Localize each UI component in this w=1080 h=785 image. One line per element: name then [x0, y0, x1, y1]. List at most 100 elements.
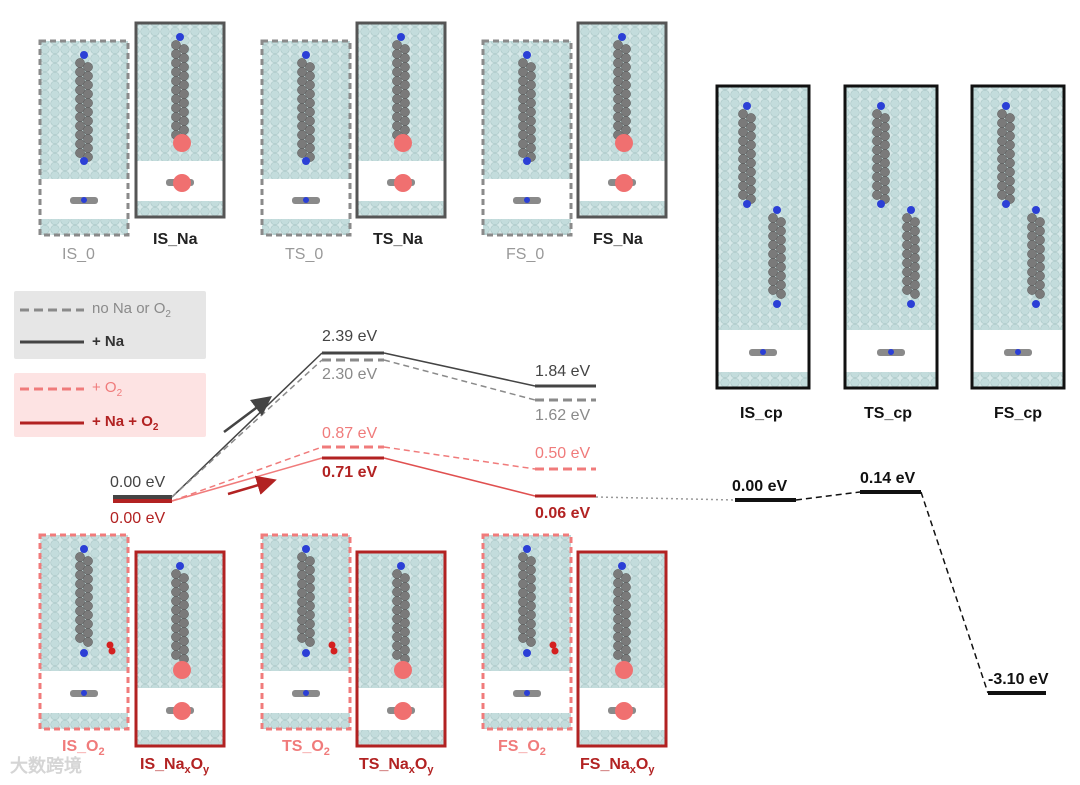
panel-frame	[970, 84, 1066, 390]
sodium-atom	[173, 174, 191, 192]
nitrogen-atom	[80, 157, 88, 165]
nitrogen-atom	[773, 300, 781, 308]
panel-frame	[355, 550, 447, 748]
watermark: 大数跨境	[10, 756, 82, 777]
connector-ts-fs-na-o2	[383, 457, 536, 497]
legend-plus-o2: + O2	[20, 379, 122, 399]
energy-ts-o2: 0.87 eV	[322, 425, 378, 442]
label-ts-0: TS_0	[285, 246, 324, 263]
surface-side-view	[357, 201, 445, 217]
nitrogen-atom	[523, 649, 531, 657]
panel-frame	[843, 84, 939, 390]
nitrogen-atom	[176, 33, 184, 41]
nitrogen-atom	[80, 649, 88, 657]
label-ts-cp: TS_cp	[864, 405, 913, 422]
surface-side-view	[845, 372, 937, 388]
nitrogen-atom	[773, 206, 781, 214]
energy-ts-na: 2.39 eV	[322, 328, 378, 345]
label-ts-naxoy: TS_NaxOy	[359, 756, 434, 777]
legend-gray-box	[14, 291, 206, 359]
panel-frame	[38, 39, 130, 237]
sodium-atom	[394, 661, 412, 679]
surface-side-view	[483, 219, 571, 235]
nitrogen-atom	[1032, 206, 1040, 214]
label-ts-o2: TS_O2	[282, 738, 330, 759]
nitrogen-atom	[81, 197, 87, 203]
legend-plus-na-label: + Na	[92, 333, 125, 350]
panel-frame	[481, 39, 573, 237]
surface-side-view	[136, 730, 224, 746]
oxygen-atom	[551, 647, 559, 655]
energy-is-top: 0.00 eV	[110, 474, 166, 491]
nitrogen-atom	[397, 33, 405, 41]
oxygen-atom	[108, 647, 116, 655]
oxygen-atom	[330, 647, 338, 655]
panel-ts-na	[355, 21, 447, 219]
panel-fs-na	[576, 21, 668, 219]
sodium-atom	[173, 661, 191, 679]
label-is-na: IS_Na	[153, 231, 198, 248]
nitrogen-atom	[81, 690, 87, 696]
surface-side-view	[136, 201, 224, 217]
panel-fs-0	[481, 39, 573, 237]
connector-is-ts-cp	[795, 491, 861, 501]
surface-side-view	[262, 713, 350, 729]
surface-side-view	[40, 713, 128, 729]
sodium-atom	[615, 702, 633, 720]
panel-ts-cp	[843, 84, 939, 390]
nitrogen-atom	[524, 690, 530, 696]
legend-solid-red-swatch	[20, 421, 84, 425]
legend-plus-o2-label: + O2	[92, 379, 123, 399]
energy-ts-na-o2: 0.71 eV	[322, 464, 378, 481]
surface-side-view	[357, 730, 445, 746]
arrow-gray	[223, 396, 272, 433]
connector-ts-fs-na	[383, 352, 536, 387]
energy-fs-o2: 0.50 eV	[535, 445, 591, 462]
energy-fs-na-o2: 0.06 eV	[535, 505, 591, 522]
nitrogen-atom	[888, 349, 894, 355]
sodium-atom	[394, 134, 412, 152]
energy-is-cp: 0.00 eV	[732, 478, 788, 495]
panel-frame	[134, 550, 226, 748]
nitrogen-atom	[877, 102, 885, 110]
panel-frame	[38, 533, 130, 731]
label-fs-naxoy: FS_NaxOy	[580, 756, 655, 777]
energy-is-bottom: 0.00 eV	[110, 510, 166, 527]
panel-is-naxoy	[134, 550, 226, 748]
nitrogen-atom	[907, 206, 915, 214]
connector-ts-fs-0	[383, 359, 536, 401]
label-is-0: IS_0	[62, 246, 95, 263]
oxygen-atom	[106, 641, 114, 649]
label-is-cp: IS_cp	[740, 405, 783, 422]
sodium-atom	[394, 702, 412, 720]
nitrogen-atom	[743, 200, 751, 208]
legend-dashed-red-swatch	[20, 387, 84, 391]
panel-ts-naxoy	[355, 550, 447, 748]
connector-is-ts-o2	[171, 446, 323, 502]
surface-side-view	[483, 713, 571, 729]
connector-fs-to-is-cp	[595, 496, 736, 501]
nitrogen-atom	[523, 51, 531, 59]
energy-ts-0: 2.30 eV	[322, 366, 378, 383]
nitrogen-atom	[618, 562, 626, 570]
panel-is-na	[134, 21, 226, 219]
nitrogen-atom	[302, 157, 310, 165]
surface-side-view	[262, 219, 350, 235]
nitrogen-atom	[303, 690, 309, 696]
connector-is-ts-0	[171, 359, 323, 498]
energy-fs-na: 1.84 eV	[535, 363, 591, 380]
energy-fs-0: 1.62 eV	[535, 407, 591, 424]
nitrogen-atom	[1032, 300, 1040, 308]
arrow-red	[227, 475, 277, 496]
energy-levels	[113, 351, 1046, 695]
nitrogen-atom	[877, 200, 885, 208]
surface-side-view	[578, 730, 666, 746]
label-is-o2: IS_O2	[62, 738, 105, 759]
energy-ts-cp: 0.14 eV	[860, 470, 916, 487]
legend-red-box	[14, 373, 206, 437]
panel-frame	[355, 21, 447, 219]
nitrogen-atom	[743, 102, 751, 110]
legend-no-na-or-o2-label: no Na or O2	[92, 300, 171, 320]
sodium-atom	[173, 702, 191, 720]
panel-fs-naxoy	[576, 550, 668, 748]
